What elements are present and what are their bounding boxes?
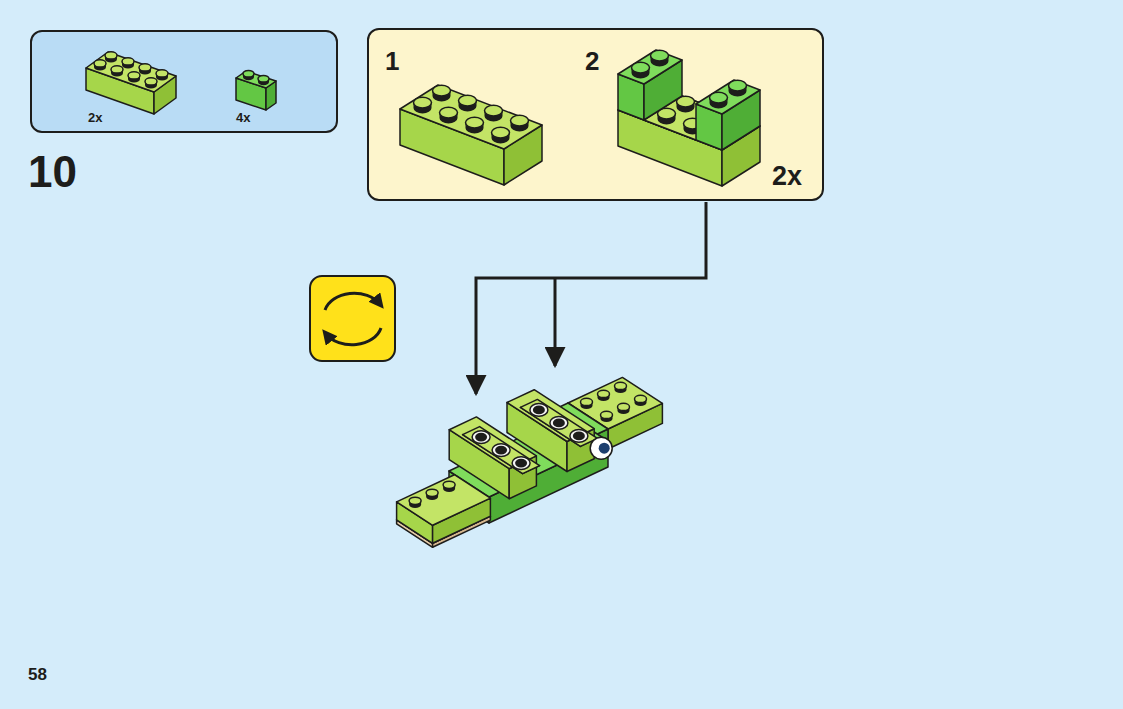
brick-stud — [635, 395, 647, 402]
brick-stud — [414, 97, 432, 108]
brick-stud — [710, 92, 728, 103]
brick-stud — [243, 70, 254, 77]
brick-stud — [111, 66, 123, 73]
brick-stud — [651, 50, 669, 61]
step-number: 1 — [385, 48, 399, 74]
quantity-label: 2x — [772, 163, 802, 190]
brick-stud — [94, 60, 106, 67]
page-number: 58 — [28, 666, 47, 683]
brick-hole — [550, 416, 568, 429]
brick-stud — [618, 403, 630, 410]
eye-pupil — [599, 443, 610, 454]
brick — [520, 399, 597, 446]
brick-hole — [472, 431, 490, 444]
brick-hole — [495, 446, 507, 455]
quantity-label: 2x — [88, 111, 102, 124]
brick-stud — [145, 78, 157, 85]
brick — [618, 50, 682, 120]
brick-stud — [615, 382, 627, 389]
brick-hole — [533, 405, 545, 414]
brick-face — [397, 475, 491, 526]
brick-face — [86, 52, 176, 92]
brick-hole — [570, 429, 588, 442]
brick-hole — [512, 457, 530, 470]
brick — [86, 52, 176, 114]
part-illustration — [32, 32, 340, 135]
crocodile-model — [397, 377, 663, 547]
parts-panel: 2x 4x — [30, 30, 338, 133]
subassembly-panel: 1 2 2x — [367, 28, 824, 201]
quantity-label: 4x — [236, 111, 250, 124]
step-number: 2 — [585, 48, 599, 74]
brick-stud — [128, 72, 140, 79]
brick-stud — [139, 64, 151, 71]
brick — [463, 427, 540, 474]
brick-stud — [156, 70, 168, 77]
brick-stud — [466, 117, 484, 128]
brick-face — [400, 85, 542, 149]
brick-stud — [581, 398, 593, 405]
eye — [590, 437, 612, 459]
brick-stud — [492, 127, 510, 138]
brick — [507, 390, 594, 472]
brick-face — [618, 50, 682, 84]
step-number: 10 — [28, 150, 77, 194]
brick-hole — [553, 418, 565, 427]
brick-stud — [433, 85, 451, 96]
brick-stud — [409, 497, 421, 504]
brick-stud — [485, 105, 503, 116]
brick — [696, 80, 760, 150]
brick-stud — [122, 58, 134, 65]
brick — [236, 70, 276, 110]
brick-hole — [515, 459, 527, 468]
brick-face — [236, 71, 276, 88]
brick-face — [463, 427, 540, 474]
brick-face — [520, 399, 597, 446]
brick-stud — [105, 52, 117, 59]
brick-stud — [443, 481, 455, 488]
leader-arrows — [476, 202, 706, 394]
brick-stud — [729, 80, 747, 91]
brick-stud — [511, 115, 529, 126]
brick-stud — [440, 107, 458, 118]
brick-stud — [632, 62, 650, 73]
brick-stud — [426, 489, 438, 496]
brick-stud — [598, 390, 610, 397]
brick-hole — [573, 431, 585, 440]
brick — [400, 85, 542, 185]
brick-hole — [530, 403, 548, 416]
brick-stud — [258, 75, 269, 82]
brick-hole — [492, 444, 510, 457]
brick-face — [400, 109, 504, 185]
brick-stud — [601, 411, 613, 418]
rotate-icon — [310, 276, 395, 361]
brick-stud — [459, 95, 477, 106]
brick-face — [696, 80, 760, 114]
brick-hole — [475, 433, 487, 442]
brick — [397, 475, 491, 544]
